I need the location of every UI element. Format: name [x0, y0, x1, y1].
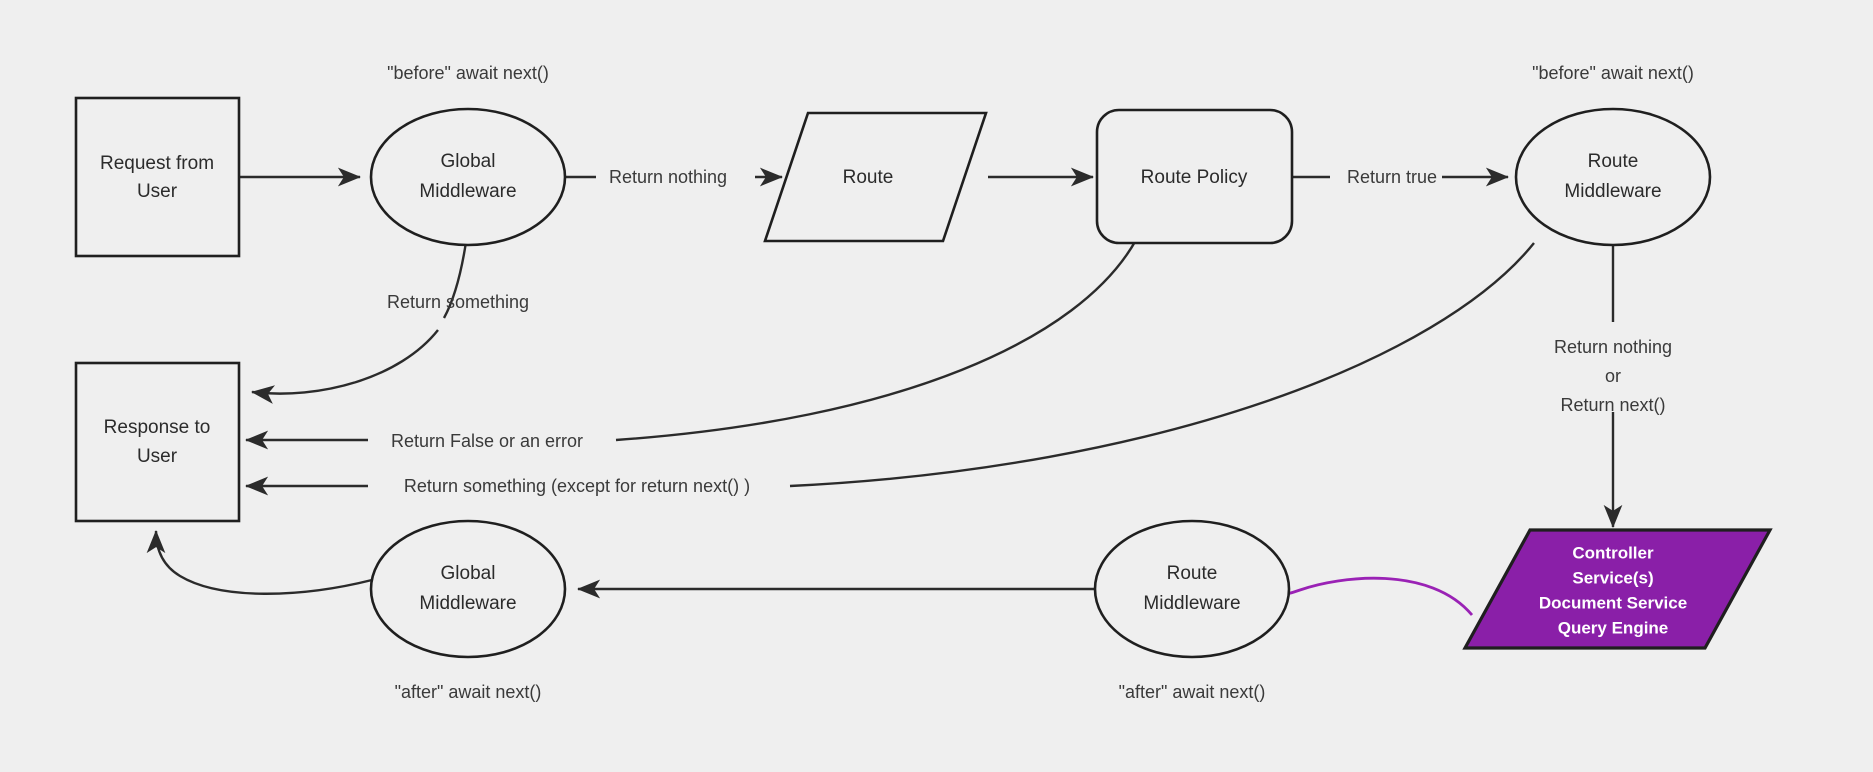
node-label-route-policy: Route Policy [1141, 167, 1248, 188]
node-label-global-middleware-bottom-line2: Middleware [419, 593, 516, 614]
node-route-middleware-bottom[interactable]: Route Middleware "after" await next() [1093, 519, 1291, 702]
node-label-controller-services-line2: Service(s) [1572, 568, 1653, 587]
edge-label-return-nothing-2: Return nothing [1554, 337, 1672, 357]
node-route-middleware-top[interactable]: Route Middleware "before" await next() [1514, 63, 1712, 247]
edge-label-return-something-except-next: Return something (except for return next… [404, 476, 750, 496]
node-label-controller-services-line3: Document Service [1539, 593, 1687, 612]
node-label-global-middleware-top-line1: Global [441, 151, 496, 172]
node-route[interactable]: Route [763, 111, 988, 243]
annotation-before-await-next-route: "before" await next() [1532, 63, 1694, 83]
edge-route-middleware-return-something: Return something (except for return next… [245, 242, 1535, 496]
edge-label-return-next: Return next() [1560, 395, 1665, 415]
edge-label-or: or [1605, 366, 1621, 386]
annotation-after-await-next-route: "after" await next() [1119, 682, 1266, 702]
edge-route-policy-to-route-middleware: Return true [1292, 167, 1509, 187]
edge-global-middleware-return-something: Return something [251, 241, 529, 404]
node-route-policy[interactable]: Route Policy [1095, 108, 1294, 245]
node-label-controller-services-line1: Controller [1572, 543, 1654, 562]
edge-global-middleware-bottom-to-response [146, 530, 373, 595]
node-label-route-middleware-bottom-line2: Middleware [1143, 593, 1240, 614]
node-label-request-from-user-line1: Request from [100, 153, 214, 174]
node-response-to-user[interactable]: Response to User [74, 361, 241, 523]
edge-global-middleware-to-route: Return nothing [565, 167, 783, 187]
node-label-response-to-user-line2: User [137, 446, 178, 467]
node-label-route-middleware-top-line1: Route [1588, 151, 1639, 172]
annotation-before-await-next-global: "before" await next() [387, 63, 549, 83]
node-controller-services[interactable]: Controller Service(s) Document Service Q… [1462, 528, 1773, 650]
node-label-response-to-user-line1: Response to [104, 417, 211, 438]
node-label-global-middleware-bottom-line1: Global [441, 563, 496, 584]
node-label-route-middleware-top-line2: Middleware [1564, 181, 1661, 202]
edge-label-return-something: Return something [387, 292, 529, 312]
node-label-request-from-user-line2: User [137, 181, 178, 202]
node-label-route-middleware-bottom-line1: Route [1167, 563, 1218, 584]
edge-label-return-true: Return true [1347, 167, 1437, 187]
edge-route-policy-return-false: Return False or an error [245, 239, 1138, 451]
node-label-route: Route [843, 167, 894, 188]
edge-label-return-nothing: Return nothing [609, 167, 727, 187]
node-label-global-middleware-top-line2: Middleware [419, 181, 516, 202]
node-label-controller-services-line4: Query Engine [1558, 618, 1669, 637]
node-global-middleware-top[interactable]: Global Middleware "before" await next() [369, 63, 567, 247]
node-request-from-user[interactable]: Request from User [74, 96, 241, 258]
node-global-middleware-bottom[interactable]: Global Middleware "after" await next() [369, 519, 567, 702]
edge-label-return-false-or-error: Return False or an error [391, 431, 583, 451]
annotation-after-await-next-global: "after" await next() [395, 682, 542, 702]
edge-route-middleware-to-controller: Return nothing or Return next() [1554, 243, 1672, 528]
